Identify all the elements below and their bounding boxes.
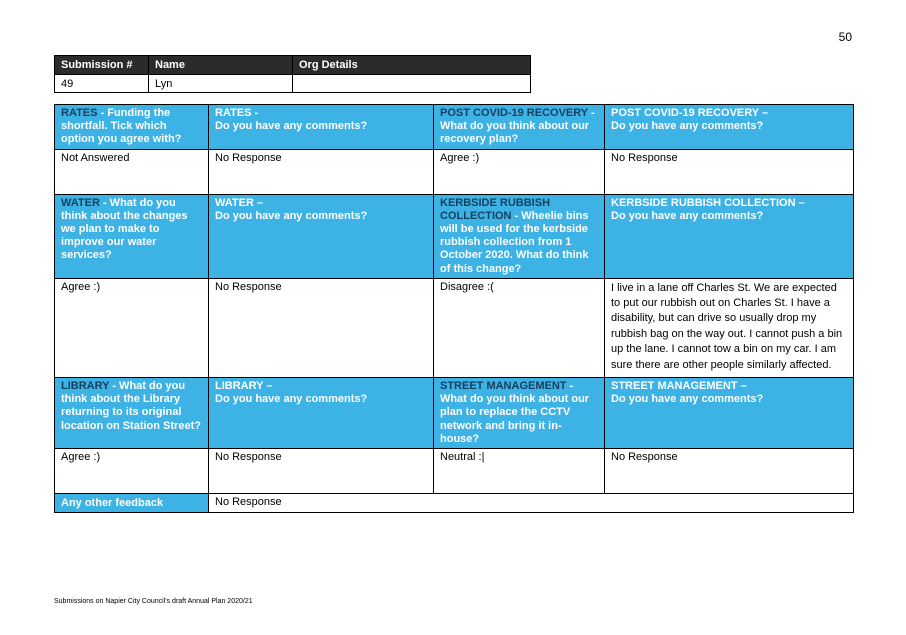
question-text: - Funding the shortfall. Tick which opti… bbox=[61, 107, 182, 146]
submission-header-row: Submission # Name Org Details bbox=[54, 55, 531, 75]
question-title: LIBRARY – bbox=[215, 380, 273, 393]
answer-kerbside: Disagree :( bbox=[433, 277, 605, 379]
question-text: - What do you think about our plan to re… bbox=[440, 380, 590, 445]
question-rates-comments: RATES -Do you have any comments? bbox=[208, 104, 434, 150]
answer-rates: Not Answered bbox=[54, 148, 209, 195]
question-library-comments: LIBRARY –Do you have any comments? bbox=[208, 377, 434, 449]
header-org-details: Org Details bbox=[292, 55, 531, 75]
question-covid-comments: POST COVID-19 RECOVERY –Do you have any … bbox=[604, 104, 854, 150]
answer-kerbside-comments: I live in a lane off Charles St. We are … bbox=[604, 277, 854, 379]
question-title: KERBSIDE RUBBISH COLLECTION – bbox=[611, 196, 805, 209]
question-text: Do you have any comments? bbox=[611, 209, 764, 222]
answer-street-management-comments: No Response bbox=[604, 447, 854, 494]
question-street-management-comments: STREET MANAGEMENT –Do you have any comme… bbox=[604, 377, 854, 449]
header-name: Name bbox=[148, 55, 293, 75]
question-title: WATER – bbox=[215, 196, 264, 209]
submission-value-row: 49 Lyn bbox=[54, 74, 531, 93]
question-kerbside: KERBSIDE RUBBISH COLLECTION - Wheelie bi… bbox=[433, 193, 605, 279]
answer-row: Agree :) No Response Disagree :( I live … bbox=[54, 277, 854, 379]
answer-street-management: Neutral :| bbox=[433, 447, 605, 494]
answer-covid: Agree :) bbox=[433, 148, 605, 195]
question-text: Do you have any comments? bbox=[215, 393, 368, 406]
question-street-management: STREET MANAGEMENT - What do you think ab… bbox=[433, 377, 605, 449]
question-text: - What do you think about the changes we… bbox=[61, 196, 188, 262]
other-feedback-row: Any other feedback No Response bbox=[54, 492, 854, 513]
question-water: WATER - What do you think about the chan… bbox=[54, 193, 209, 279]
question-title: POST COVID-19 RECOVERY bbox=[440, 107, 588, 119]
submission-table: Submission # Name Org Details 49 Lyn bbox=[54, 55, 531, 93]
question-kerbside-comments: KERBSIDE RUBBISH COLLECTION –Do you have… bbox=[604, 193, 854, 279]
question-text: Do you have any comments? bbox=[215, 120, 368, 133]
answer-library-comments: No Response bbox=[208, 447, 434, 494]
question-title: WATER bbox=[61, 196, 100, 209]
question-water-comments: WATER –Do you have any comments? bbox=[208, 193, 434, 279]
document-footer: Submissions on Napier City Council's dra… bbox=[54, 598, 253, 605]
question-title: POST COVID-19 RECOVERY – bbox=[611, 107, 769, 119]
header-submission-number: Submission # bbox=[54, 55, 149, 75]
question-title: STREET MANAGEMENT – bbox=[611, 380, 747, 393]
question-title: LIBRARY bbox=[61, 380, 110, 393]
page-number: 50 bbox=[838, 30, 852, 44]
questions-table: RATES - Funding the shortfall. Tick whic… bbox=[54, 104, 854, 513]
question-text: - What do you think about our recovery p… bbox=[440, 107, 595, 146]
question-row: WATER - What do you think about the chan… bbox=[54, 193, 854, 279]
answer-rates-comments: No Response bbox=[208, 148, 434, 195]
question-library: LIBRARY - What do you think about the Li… bbox=[54, 377, 209, 449]
question-covid: POST COVID-19 RECOVERY - What do you thi… bbox=[433, 104, 605, 150]
answer-covid-comments: No Response bbox=[604, 148, 854, 195]
question-text: - What do you think about the Library re… bbox=[61, 380, 201, 432]
question-rates: RATES - Funding the shortfall. Tick whic… bbox=[54, 104, 209, 150]
org-details bbox=[292, 74, 531, 93]
question-text: Do you have any comments? bbox=[215, 209, 368, 222]
question-text: - Wheelie bins will be used for the kerb… bbox=[440, 209, 589, 275]
question-text: Do you have any comments? bbox=[611, 120, 764, 133]
question-title: KERBSIDE RUBBISH COLLECTION bbox=[440, 196, 551, 222]
submitter-name: Lyn bbox=[148, 74, 293, 93]
submission-number: 49 bbox=[54, 74, 149, 93]
question-row: RATES - Funding the shortfall. Tick whic… bbox=[54, 104, 854, 150]
other-feedback-label: Any other feedback bbox=[54, 492, 209, 513]
question-title: RATES - bbox=[215, 107, 259, 119]
question-title: STREET MANAGEMENT bbox=[440, 380, 567, 393]
question-text: Do you have any comments? bbox=[611, 393, 764, 406]
answer-row: Not Answered No Response Agree :) No Res… bbox=[54, 148, 854, 195]
answer-row: Agree :) No Response Neutral :| No Respo… bbox=[54, 447, 854, 494]
question-row: LIBRARY - What do you think about the Li… bbox=[54, 377, 854, 449]
answer-water-comments: No Response bbox=[208, 277, 434, 379]
question-title: RATES bbox=[61, 107, 98, 119]
other-feedback-answer: No Response bbox=[208, 492, 854, 513]
answer-water: Agree :) bbox=[54, 277, 209, 379]
answer-library: Agree :) bbox=[54, 447, 209, 494]
